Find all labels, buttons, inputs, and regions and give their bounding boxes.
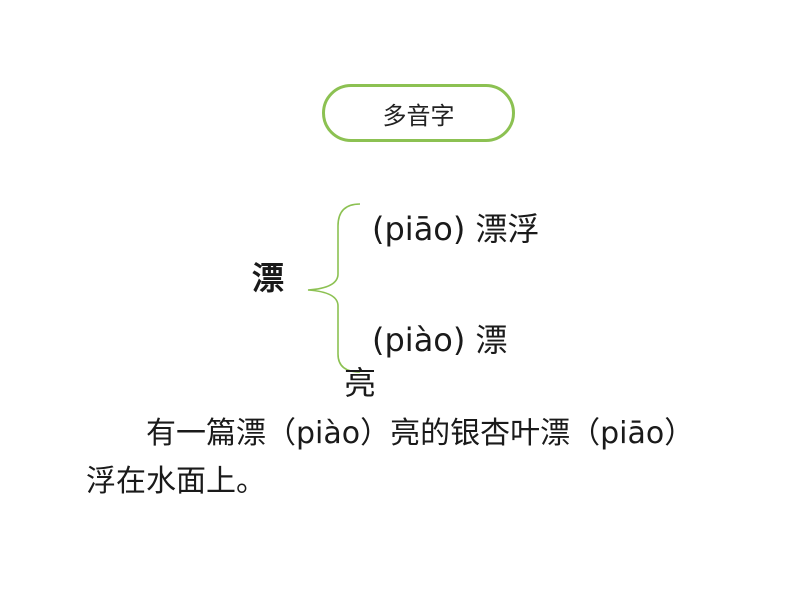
title-text: 多音字	[382, 101, 455, 130]
polyphonic-character: 漂	[252, 259, 285, 297]
title-pill: 多音字	[322, 84, 515, 142]
reading-piao4-word-part2: 亮	[344, 364, 377, 402]
reading-piao4: (piào) 漂	[372, 321, 508, 359]
reading-piao1-pinyin: (piāo)	[372, 210, 476, 248]
example-sentence: 有一篇漂（piào）亮的银杏叶漂（piāo）浮在水面上。	[86, 416, 695, 499]
reading-piao1: (piāo) 漂浮	[372, 210, 540, 248]
left-brace-icon	[307, 203, 361, 373]
reading-piao1-word: 漂浮	[475, 210, 540, 248]
reading-piao4-word-part1: 漂	[475, 321, 508, 359]
reading-piao4-pinyin: (piào)	[372, 321, 476, 359]
